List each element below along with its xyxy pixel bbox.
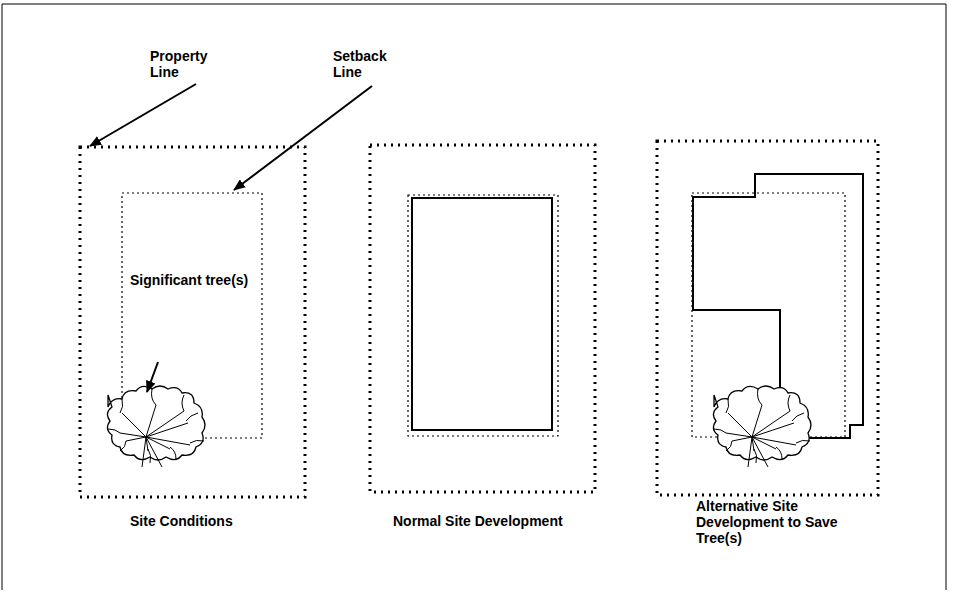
leader-label: Property Line <box>150 48 225 80</box>
leader-label: Setback Line <box>333 48 408 80</box>
panel-caption: Site Conditions <box>130 513 310 529</box>
panel-caption: Normal Site Development <box>393 513 613 529</box>
panel-caption: Alternative Site Development to Save Tre… <box>696 498 861 546</box>
feature-label: Significant tree(s) <box>130 272 310 288</box>
